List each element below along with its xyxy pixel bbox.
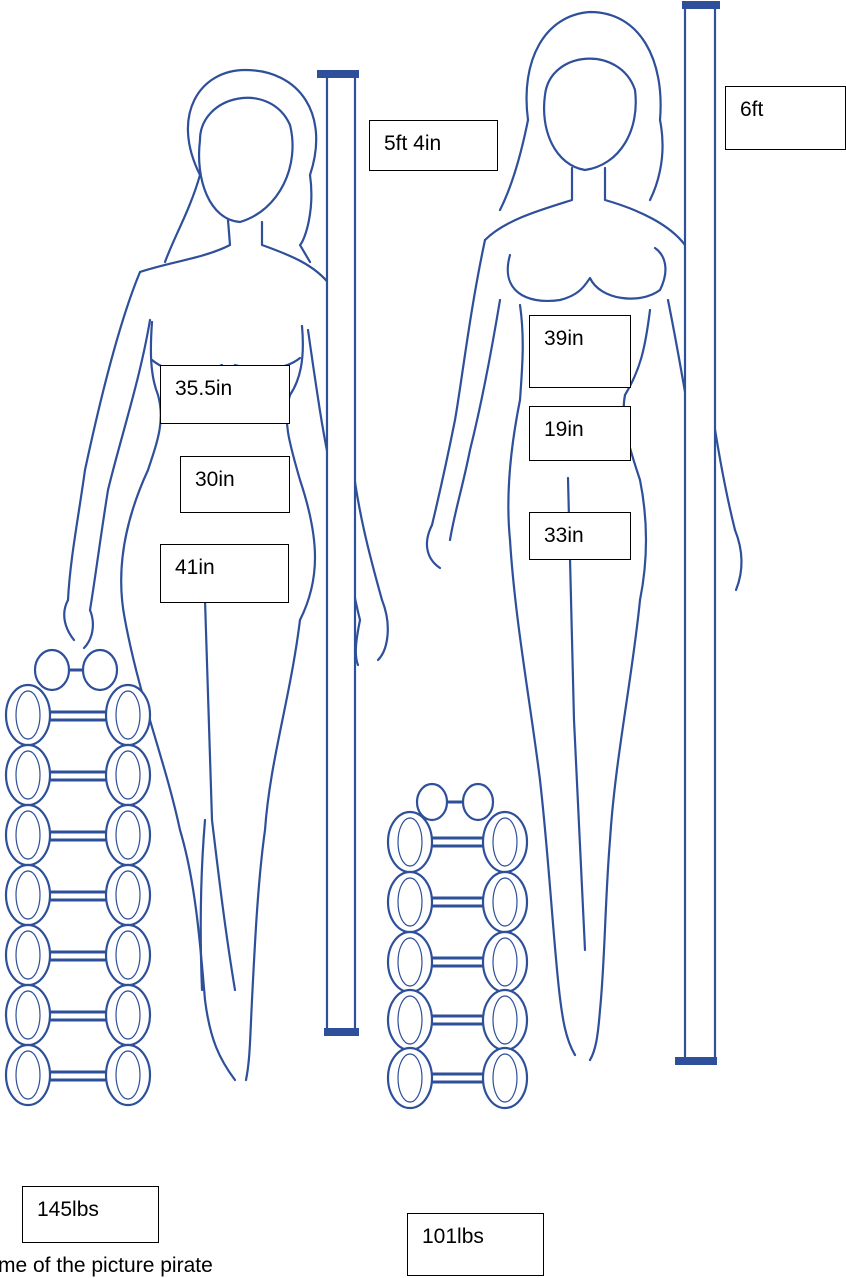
right-waist-label: 19in (529, 406, 631, 461)
left-weight-label: 145lbs (22, 1186, 159, 1243)
left-height-pole (318, 71, 358, 1035)
right-hips-label: 33in (529, 512, 631, 560)
right-bust-label: 39in (529, 315, 631, 388)
right-height-pole (676, 2, 719, 1064)
right-height-label: 6ft (725, 86, 846, 150)
caption-text: me of the picture pirate (0, 1254, 213, 1278)
left-dumbbell-stack (6, 650, 150, 1105)
left-hips-label: 41in (160, 544, 289, 603)
left-height-label: 5ft 4in (369, 120, 498, 171)
left-waist-label: 30in (180, 456, 290, 513)
right-weight-label: 101lbs (407, 1213, 544, 1276)
right-dumbbell-stack (388, 784, 527, 1108)
left-bust-label: 35.5in (160, 365, 290, 424)
